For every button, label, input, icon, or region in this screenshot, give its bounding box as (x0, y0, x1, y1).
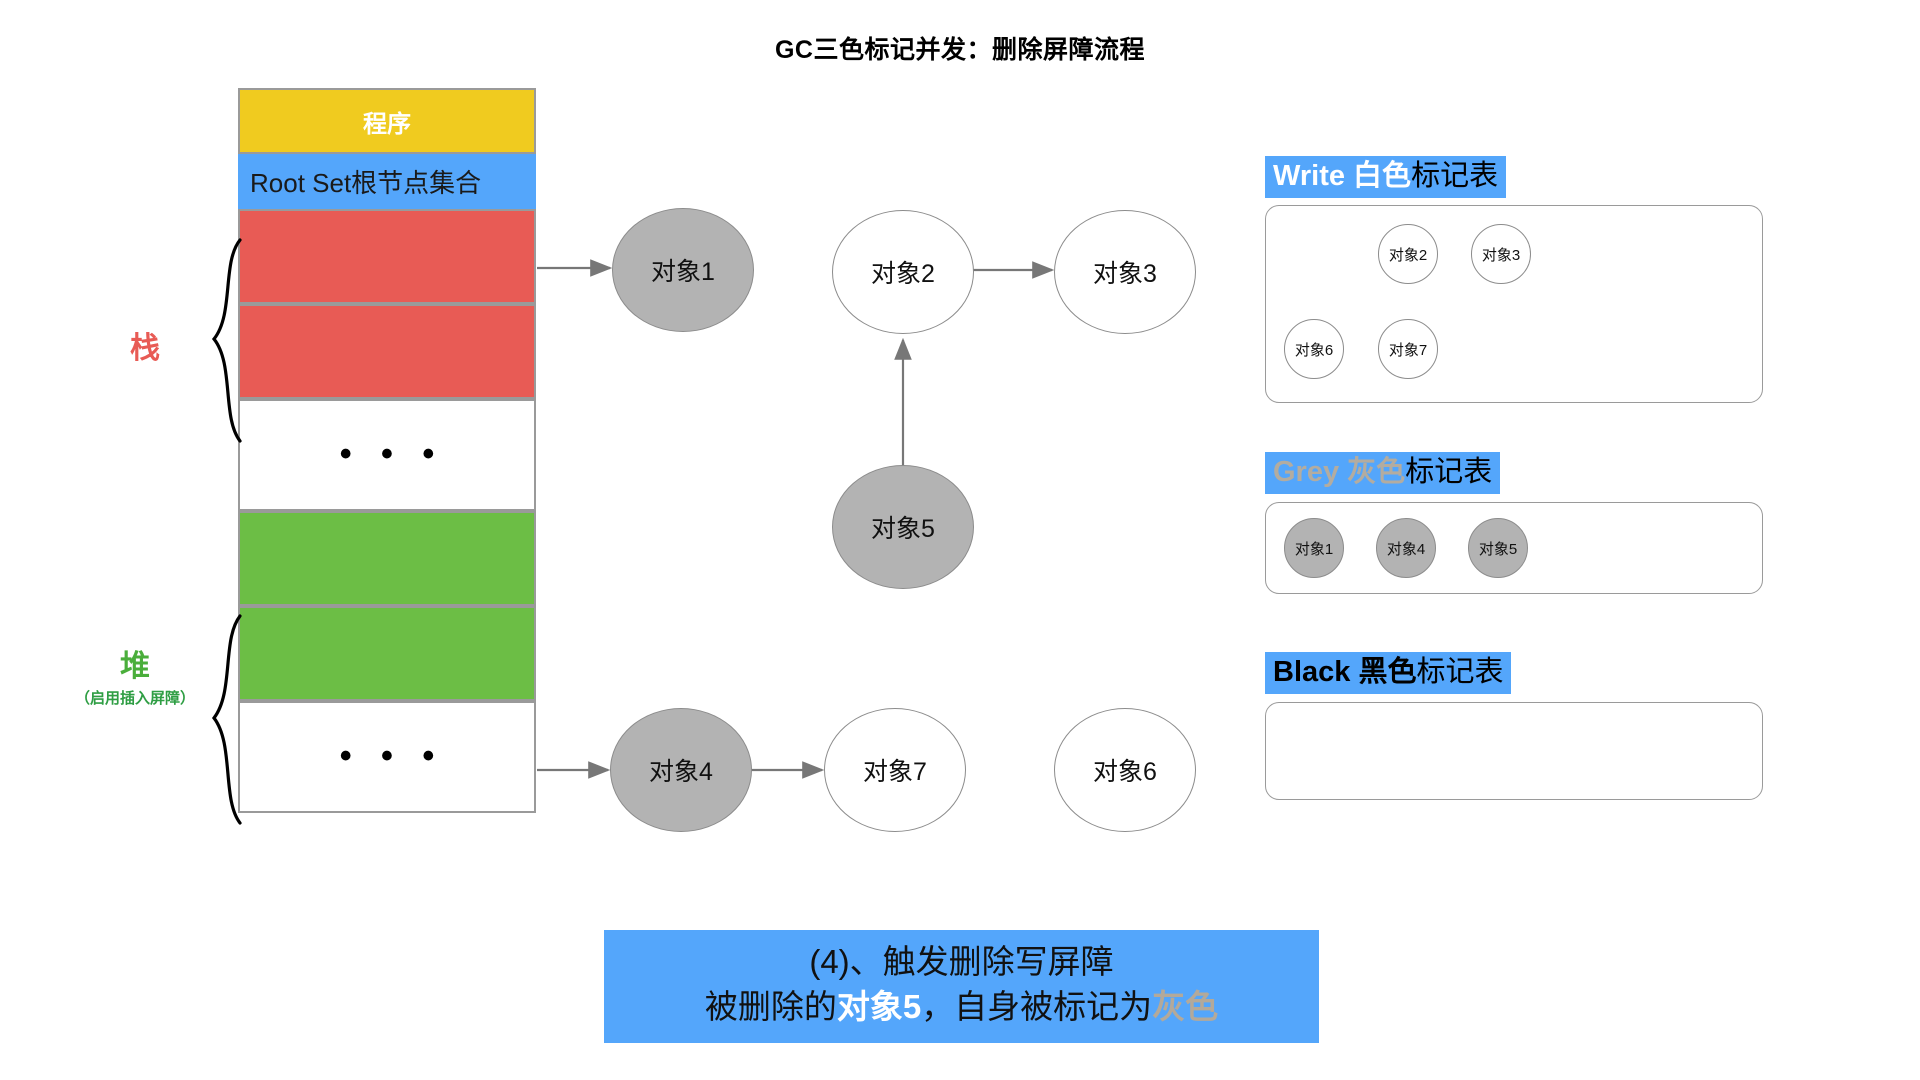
heap-slot-2 (238, 606, 536, 701)
stack-label: 栈 (90, 332, 200, 367)
graph-node-obj4[interactable]: 对象4 (610, 708, 752, 832)
heap-label-text: 堆 (120, 650, 150, 683)
white-chip-obj3[interactable]: 对象3 (1471, 224, 1531, 284)
grey-title-cn: 灰色 (1347, 456, 1406, 488)
page-title: GC三色标记并发：删除屏障流程 (774, 36, 1145, 64)
grey-mark-table-title: Grey 灰色标记表 (1265, 452, 1501, 495)
stack-brace (211, 238, 242, 443)
stack-ellipsis-cell: • • • (238, 399, 536, 511)
black-mark-table-box (1265, 702, 1763, 800)
stack-slot-1 (238, 209, 536, 304)
heap-slot-1 (238, 511, 536, 606)
graph-node-obj7[interactable]: 对象7 (824, 708, 966, 832)
heap-label: 堆 （启用插入屏障） (60, 650, 210, 707)
caption-line2-grey-word: 灰色 (1152, 987, 1219, 1025)
white-mark-table-title: Write 白色标记表 (1265, 156, 1507, 199)
ellipsis-glyph: • • • (339, 737, 445, 776)
white-title-tail: 标记表 (1411, 160, 1499, 192)
black-title-en: Black (1273, 656, 1359, 688)
graph-node-obj5[interactable]: 对象5 (832, 465, 974, 589)
memory-column: 程序 Root Set根节点集合 • • • • • • (238, 88, 536, 813)
ellipsis-glyph: • • • (339, 435, 445, 474)
white-title-en: Write (1273, 160, 1354, 192)
caption-line-2: 被删除的对象5，自身被标记为灰色 (604, 985, 1319, 1030)
graph-node-obj2[interactable]: 对象2 (832, 210, 974, 334)
program-cell: 程序 (238, 88, 536, 154)
black-title-cn: 黑色 (1358, 656, 1417, 688)
white-chip-obj7[interactable]: 对象7 (1378, 319, 1438, 379)
stack-label-text: 栈 (130, 332, 160, 365)
grey-chip-obj5[interactable]: 对象5 (1468, 518, 1528, 578)
caption-line-1: (4)、触发删除写屏障 (809, 943, 1114, 980)
caption-line2-part-c: ，自身被标记为 (921, 987, 1153, 1025)
grey-chip-obj1[interactable]: 对象1 (1284, 518, 1344, 578)
white-chip-obj2[interactable]: 对象2 (1378, 224, 1438, 284)
graph-node-obj1[interactable]: 对象1 (612, 208, 754, 332)
heap-ellipsis-cell: • • • (238, 701, 536, 813)
heap-brace (211, 614, 242, 825)
white-mark-table-box: 对象2 对象3 对象6 对象7 (1265, 205, 1763, 403)
white-chip-obj6[interactable]: 对象6 (1284, 319, 1344, 379)
caption-line2-object: 对象5 (836, 987, 922, 1025)
grey-chip-obj4[interactable]: 对象4 (1376, 518, 1436, 578)
step-caption: (4)、触发删除写屏障 被删除的对象5，自身被标记为灰色 (604, 930, 1319, 1044)
grey-title-tail: 标记表 (1405, 456, 1493, 488)
root-set-cell: Root Set根节点集合 (238, 154, 536, 209)
grey-mark-table-box: 对象1 对象4 对象5 (1265, 502, 1763, 594)
white-title-cn: 白色 (1353, 160, 1412, 192)
graph-node-obj3[interactable]: 对象3 (1054, 210, 1196, 334)
black-title-tail: 标记表 (1416, 656, 1504, 688)
caption-line2-part-a: 被删除的 (704, 987, 837, 1025)
grey-title-en: Grey (1273, 456, 1348, 488)
graph-node-obj6[interactable]: 对象6 (1054, 708, 1196, 832)
stack-slot-2 (238, 304, 536, 399)
black-mark-table-title: Black 黑色标记表 (1265, 652, 1512, 695)
heap-sublabel-text: （启用插入屏障） (74, 689, 195, 707)
